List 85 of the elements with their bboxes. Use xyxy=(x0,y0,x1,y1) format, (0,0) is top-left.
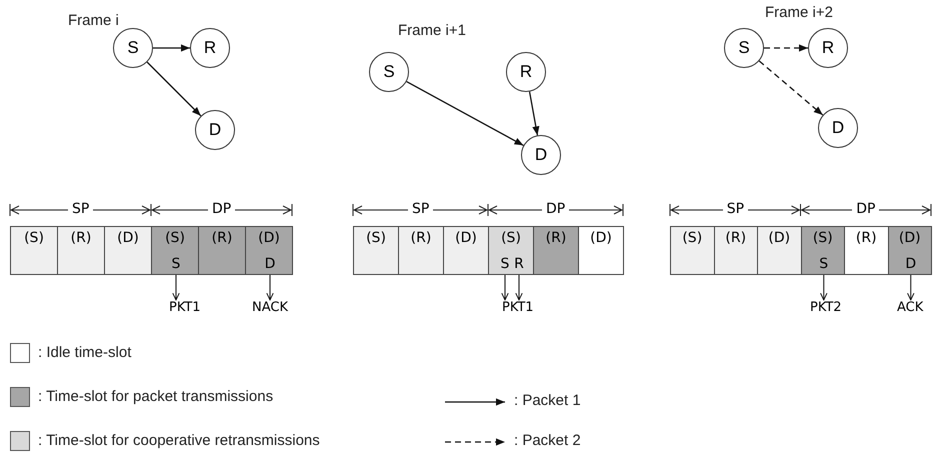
slot-owner-label: (R) xyxy=(410,230,432,246)
transmitter-label: R xyxy=(514,256,524,272)
frame-title: Frame i+1 xyxy=(398,22,466,39)
time-slot-cell xyxy=(714,226,758,275)
time-slot-cell xyxy=(104,226,152,275)
legend-label: : Time-slot for cooperative retransmissions xyxy=(38,432,320,449)
node-circle xyxy=(369,52,409,92)
node-circle xyxy=(195,110,235,150)
legend-label: : Idle time-slot xyxy=(38,344,132,361)
slot-owner-label: (S) xyxy=(812,230,833,246)
transmitter-label: D xyxy=(264,256,276,272)
time-slot-cell xyxy=(757,226,802,275)
time-slot-cell xyxy=(10,226,58,275)
packet-label: NACK xyxy=(252,300,288,315)
transmitter-label: S xyxy=(819,256,828,272)
node-label: R xyxy=(822,38,834,58)
legend-label: : Time-slot for packet transmissions xyxy=(38,388,274,405)
slot-owner-label: (S) xyxy=(366,230,386,246)
node-label: R xyxy=(520,62,532,82)
node-label: D xyxy=(208,120,222,140)
time-slot-cell xyxy=(533,226,579,275)
node-circle xyxy=(113,28,153,68)
arrow xyxy=(406,81,524,146)
time-slot-cell xyxy=(443,226,489,275)
time-slot-cell xyxy=(670,226,714,275)
time-slot-cell xyxy=(888,226,932,275)
slot-owner-label: (S) xyxy=(682,230,702,246)
slot-owner-label: (R) xyxy=(856,230,877,246)
arrow xyxy=(528,92,540,136)
time-slot-cell xyxy=(198,226,246,275)
node-circle xyxy=(818,108,858,148)
packet-label: PKT1 xyxy=(169,300,201,315)
time-slot-cell xyxy=(800,226,845,275)
time-slot-cell xyxy=(57,226,105,275)
time-slot-cell xyxy=(488,226,534,275)
slot-owner-label: (D) xyxy=(117,230,139,246)
frame-title: Frame i xyxy=(68,12,119,29)
transmitter-label: D xyxy=(905,256,916,272)
node-circle xyxy=(521,135,561,175)
frame-title: Frame i+2 xyxy=(765,4,833,21)
legend-label: : Packet 2 xyxy=(514,432,581,449)
slot-owner-label: (D) xyxy=(258,230,280,246)
slot-owner-label: (R) xyxy=(546,230,566,246)
slot-owner-label: (D) xyxy=(590,230,612,246)
arrow xyxy=(172,274,180,300)
slot-owner-label: (D) xyxy=(768,230,790,246)
arrow xyxy=(820,274,828,300)
slot-owner-label: (R) xyxy=(725,230,746,246)
slot-owner-label: (S) xyxy=(24,230,44,246)
arrow xyxy=(146,62,202,116)
arrow xyxy=(266,274,274,300)
transmitter-label: S xyxy=(172,256,180,272)
arrow xyxy=(907,274,914,300)
packet-label: PKT2 xyxy=(810,300,842,315)
slot-owner-label: (S) xyxy=(165,230,185,246)
node-circle xyxy=(724,28,764,68)
node-circle xyxy=(190,28,230,68)
time-slot-cell xyxy=(151,226,199,275)
packet-label: PKT1 xyxy=(502,300,534,315)
slot-owner-label: (R) xyxy=(70,230,92,246)
time-slot-cell xyxy=(398,226,444,275)
arrow xyxy=(515,274,523,300)
arrow xyxy=(153,44,190,52)
arrow xyxy=(758,60,824,116)
node-label: D xyxy=(832,118,844,138)
node-label: S xyxy=(738,38,750,58)
slot-owner-label: (D) xyxy=(898,230,921,246)
node-circle xyxy=(506,52,546,92)
node-label: S xyxy=(127,38,139,58)
time-slot-cell xyxy=(353,226,399,275)
node-circle xyxy=(808,28,848,68)
time-slot-cell xyxy=(245,226,293,275)
node-label: S xyxy=(383,62,395,82)
node-label: R xyxy=(204,38,216,58)
time-slot-cell xyxy=(844,226,888,275)
slot-owner-label: (R) xyxy=(212,230,232,246)
time-slot-cell xyxy=(578,226,624,275)
node-label: D xyxy=(534,145,548,165)
arrow xyxy=(501,274,509,300)
packet-label: ACK xyxy=(897,300,924,315)
legend-label: : Packet 1 xyxy=(514,392,581,409)
transmitter-label: S xyxy=(500,256,510,272)
slot-owner-label: (D) xyxy=(455,230,477,246)
arrow xyxy=(764,44,808,52)
slot-owner-label: (S) xyxy=(501,230,521,246)
